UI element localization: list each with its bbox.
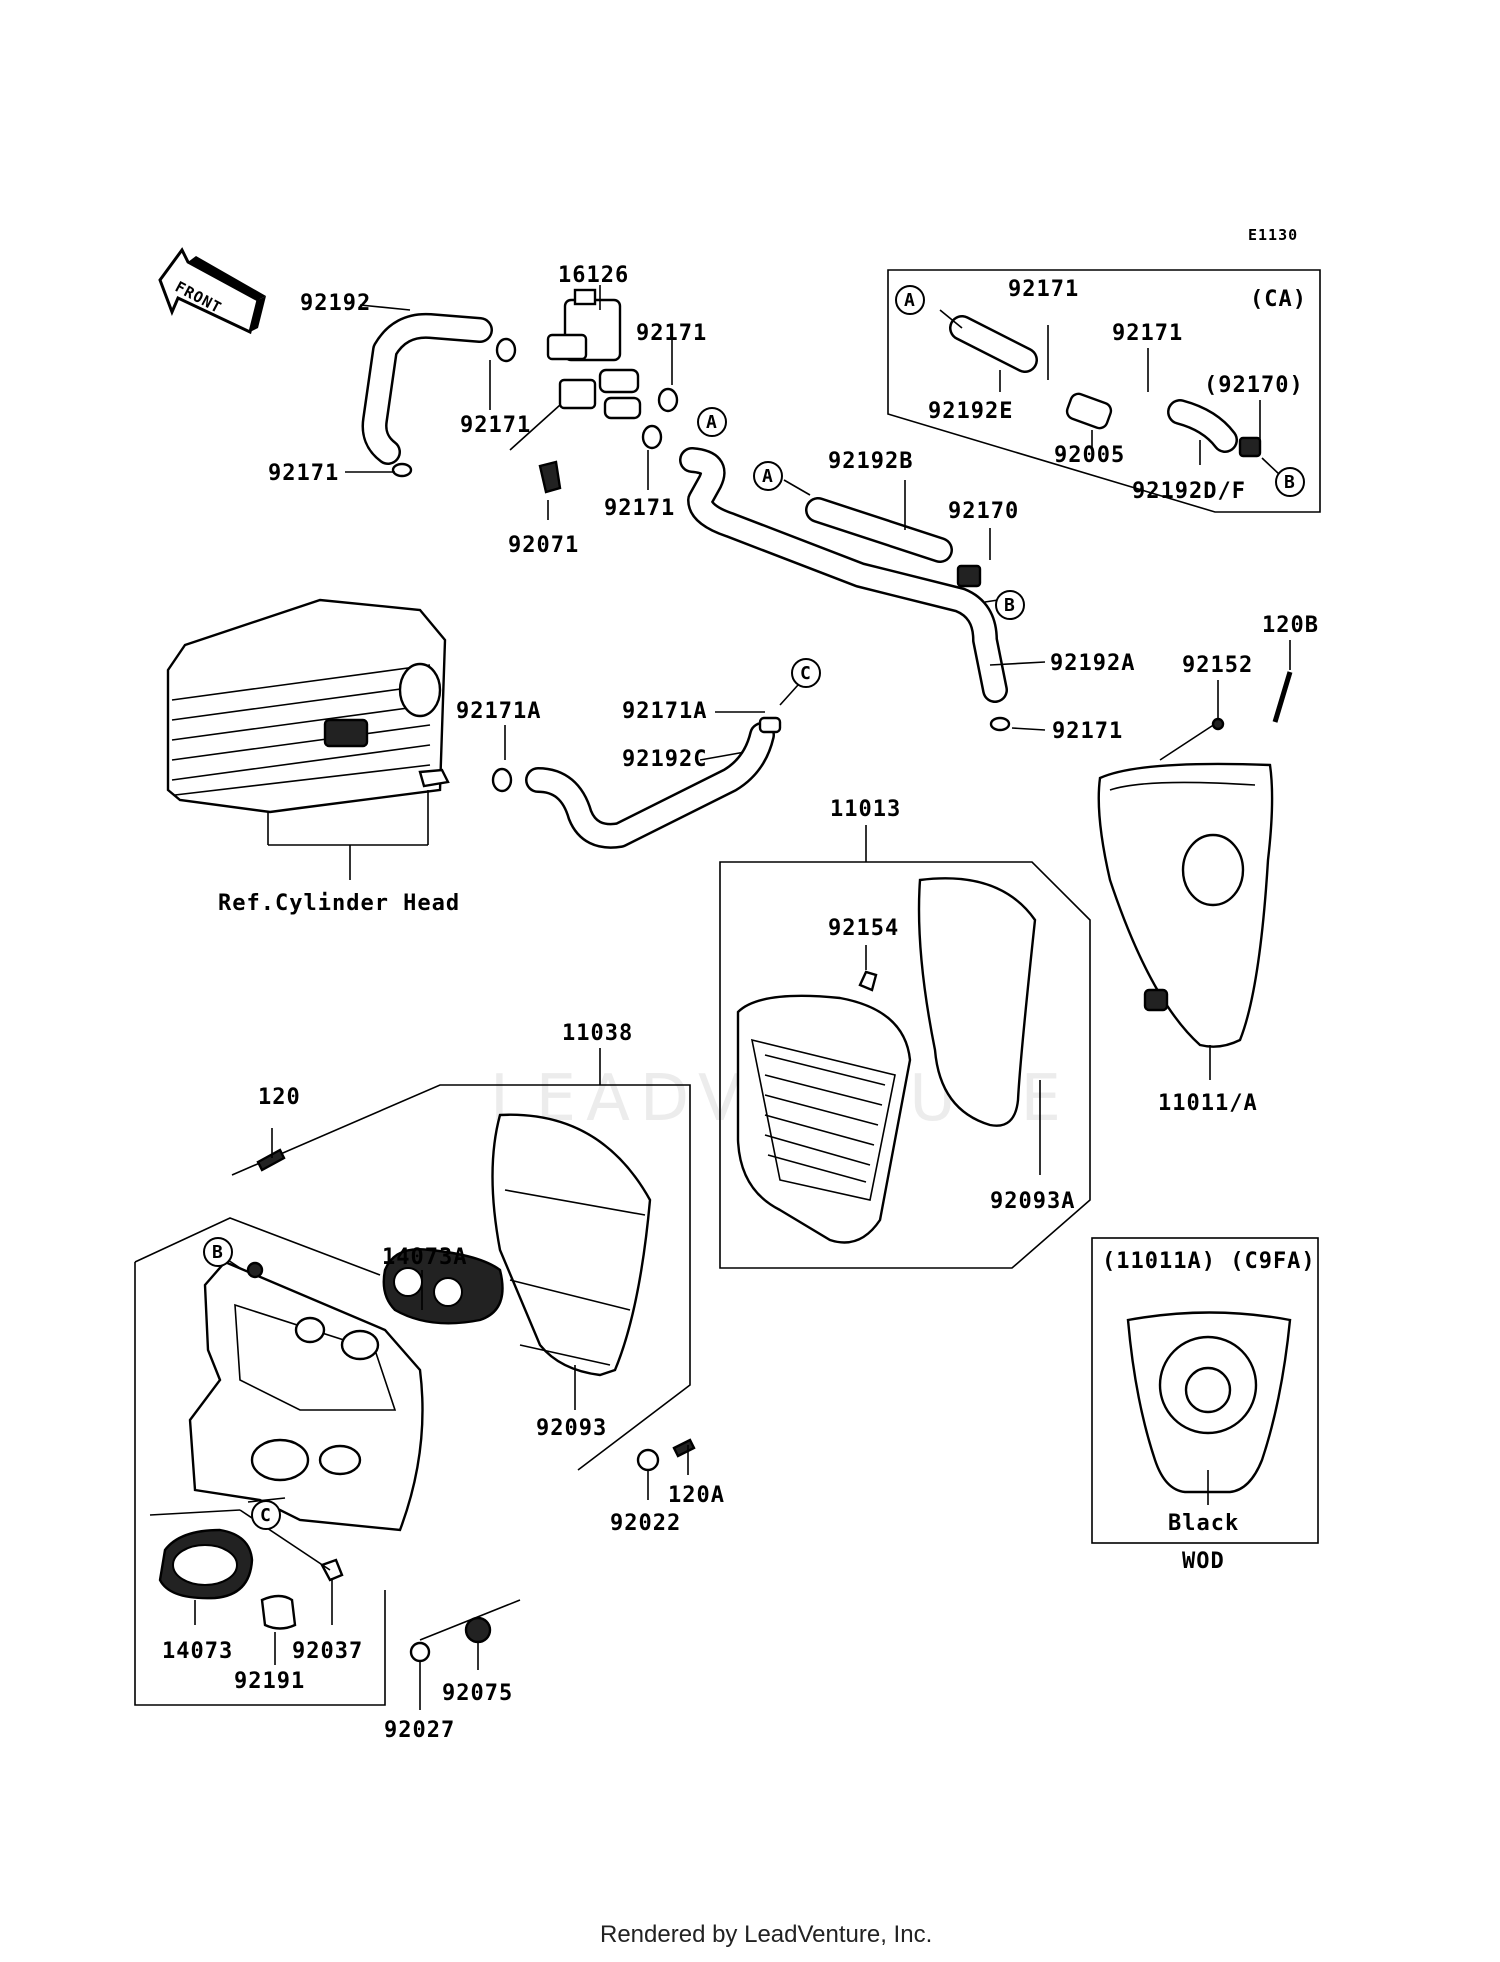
part-label-92171: 92171 [268, 461, 339, 486]
part-label-11038: 11038 [562, 1021, 633, 1046]
variant-cover-illustration [1126, 1311, 1292, 1494]
callout-b-1: B [995, 590, 1025, 620]
part-label-92191: 92191 [234, 1669, 305, 1694]
part-label-92192d-f: 92192D/F [1132, 479, 1246, 504]
air-switching-valve-16126 [546, 288, 642, 420]
svg-text:B: B [1004, 595, 1015, 616]
joint-92005 [1065, 392, 1113, 430]
ca-variant-box [887, 269, 1321, 513]
gasket-92093a [917, 877, 1037, 1127]
duct-14073 [158, 1528, 254, 1600]
element-assembly-box [719, 861, 1091, 1269]
variant-header: (11011A) (C9FA) [1102, 1249, 1316, 1274]
part-label-92171a: 92171A [622, 699, 707, 724]
part-label-11011-a: 11011/A [1158, 1091, 1258, 1116]
part-label-92192: 92192 [300, 291, 371, 316]
gasket-92093 [491, 1113, 652, 1377]
callout-a-3: A [895, 285, 925, 315]
part-label-92071: 92071 [508, 533, 579, 558]
clamp-92170 [956, 564, 982, 588]
part-label-11013: 11013 [830, 797, 901, 822]
clamp-92171a-b [758, 716, 782, 734]
base-assembly-box [231, 1084, 691, 1471]
part-label-92022: 92022 [610, 1511, 681, 1536]
part-label-92171: 92171 [604, 496, 675, 521]
svg-text:A: A [762, 466, 773, 487]
part-label-120b: 120B [1262, 613, 1319, 638]
callout-b-2: B [1275, 467, 1305, 497]
svg-text:A: A [904, 290, 915, 311]
valve-cap-92071 [538, 460, 562, 494]
callout-b-3: B [203, 1237, 233, 1267]
variant-color: Black [1168, 1511, 1239, 1536]
front-arrow-icon: FRONT [158, 247, 266, 335]
svg-text:A: A [706, 412, 717, 433]
callout-a-2: A [753, 461, 783, 491]
part-label-92171: 92171 [1052, 719, 1123, 744]
part-label-92171: 92171 [1112, 321, 1183, 346]
ref-cylinder-head-label: Ref.Cylinder Head [218, 891, 460, 916]
part-label-92154: 92154 [828, 916, 899, 941]
part-label-14073a: 14073A [382, 1245, 467, 1270]
diagram-code: E1130 [1248, 226, 1298, 244]
part-label-92093a: 92093A [990, 1189, 1075, 1214]
part-label-16126: 16126 [558, 263, 629, 288]
part-label-92005: 92005 [1054, 443, 1125, 468]
part-label-92093: 92093 [536, 1416, 607, 1441]
screw-92154 [858, 970, 878, 992]
svg-text:B: B [1284, 472, 1295, 493]
svg-text:C: C [260, 1505, 271, 1526]
part-label-92171a: 92171A [456, 699, 541, 724]
backing-plate [188, 1260, 424, 1532]
variant-box [1091, 1237, 1319, 1544]
callout-a-1: A [697, 407, 727, 437]
svg-text:C: C [800, 663, 811, 684]
small-parts [256, 1148, 696, 1663]
part-label-92192e: 92192E [928, 399, 1013, 424]
part-label-92171: 92171 [1008, 277, 1079, 302]
footer-credit: Rendered by LeadVenture, Inc. [600, 1921, 932, 1948]
variant-code: WOD [1182, 1549, 1225, 1574]
part-label-120: 120 [258, 1085, 301, 1110]
callout-c-1: C [791, 658, 821, 688]
part-label-92192a: 92192A [1050, 651, 1135, 676]
part-label-92171: 92171 [460, 413, 531, 438]
air-cleaner-cover-11011 [1097, 762, 1274, 1048]
ca-variant-tag: (CA) [1250, 287, 1307, 312]
part-label-92171: 92171 [636, 321, 707, 346]
duct-14073a [382, 1248, 504, 1325]
svg-text:B: B [212, 1242, 223, 1263]
clamp-icon [391, 337, 1011, 732]
clamp-92171a [491, 767, 513, 793]
part-label-92152: 92152 [1182, 653, 1253, 678]
part-label-92170: 92170 [948, 499, 1019, 524]
air-filter-element-11013 [736, 994, 912, 1244]
cylinder-head-illustration [166, 598, 450, 814]
part-label-92170-ca: (92170) [1204, 373, 1304, 398]
part-label-92027: 92027 [384, 1718, 455, 1743]
callout-c-2: C [251, 1500, 281, 1530]
part-label-92075: 92075 [442, 1681, 513, 1706]
part-label-14073: 14073 [162, 1639, 233, 1664]
part-label-120a: 120A [668, 1483, 725, 1508]
part-label-92037: 92037 [292, 1639, 363, 1664]
part-label-92192c: 92192C [622, 747, 707, 772]
part-label-92192b: 92192B [828, 449, 913, 474]
